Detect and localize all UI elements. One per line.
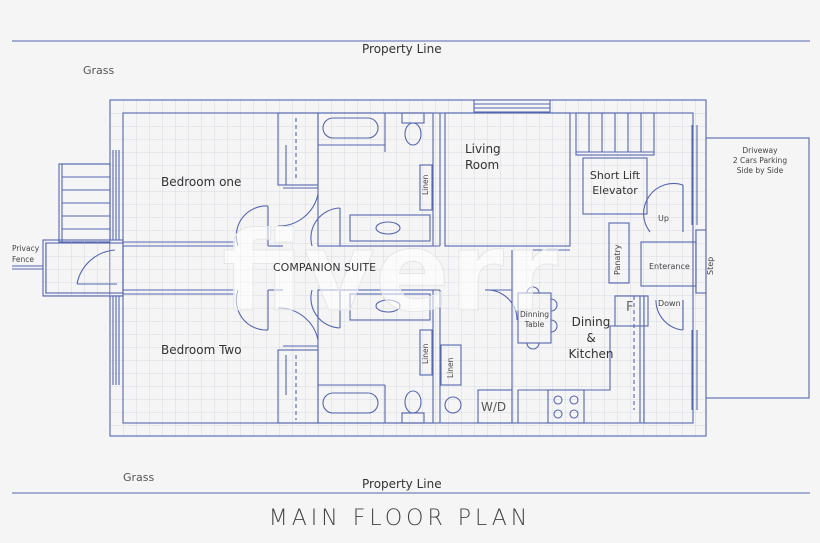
fridge-label: F bbox=[626, 300, 634, 315]
living-line: Living bbox=[465, 142, 501, 156]
up-label: Up bbox=[658, 214, 669, 223]
linen-label-bottom-2: Linen bbox=[446, 357, 455, 378]
plan-title: MAIN FLOOR PLAN bbox=[268, 506, 532, 531]
driveway-line-3: Side by Side bbox=[736, 166, 784, 175]
entrance-label: Enterance bbox=[649, 262, 690, 271]
elevator-line-1: Short Lift bbox=[589, 169, 641, 182]
linen-label-top: Linen bbox=[421, 174, 430, 195]
driveway-label: Driveway 2 Cars Parking Side by Side bbox=[718, 146, 802, 176]
ampersand-line: & bbox=[586, 331, 596, 345]
table-line: Table bbox=[524, 320, 545, 329]
property-line-top-label: Property Line bbox=[362, 42, 442, 56]
linen-label-bottom-1: Linen bbox=[421, 343, 430, 364]
dining-table-label: Dinning Table bbox=[518, 310, 551, 330]
room-bedroom-one: Bedroom one bbox=[161, 175, 242, 189]
room-companion-suite: COMPANION SUITE bbox=[273, 261, 377, 274]
grass-top-label: Grass bbox=[83, 64, 115, 77]
property-line-bottom-label: Property Line bbox=[362, 477, 442, 491]
room-elevator: Short Lift Elevator bbox=[584, 168, 646, 198]
driveway-line-2: 2 Cars Parking bbox=[732, 156, 788, 165]
down-label: Down bbox=[658, 299, 681, 308]
driveway-line-1: Driveway bbox=[742, 146, 778, 155]
privacy-line: Privacy bbox=[12, 244, 40, 253]
pantry-label: Panatry bbox=[613, 244, 622, 276]
room-bedroom-two: Bedroom Two bbox=[161, 343, 242, 357]
room-living-room: Living Room bbox=[465, 141, 501, 173]
fence-line: Fence bbox=[12, 255, 35, 264]
privacy-fence-label: Privacy Fence bbox=[12, 243, 39, 265]
dining-line: Dining bbox=[571, 315, 611, 329]
grass-bottom-label: Grass bbox=[123, 471, 155, 484]
elevator-line-2: Elevator bbox=[592, 184, 638, 197]
washer-dryer-label: W/D bbox=[481, 400, 507, 414]
kitchen-line: Kitchen bbox=[568, 347, 614, 361]
svg-text:fiverr: fiverr bbox=[222, 208, 558, 336]
dinning-line: Dinning bbox=[520, 310, 549, 319]
step-label: Step bbox=[706, 256, 715, 275]
room-line: Room bbox=[465, 158, 500, 172]
room-dining-kitchen: Dining & Kitchen bbox=[566, 314, 616, 362]
